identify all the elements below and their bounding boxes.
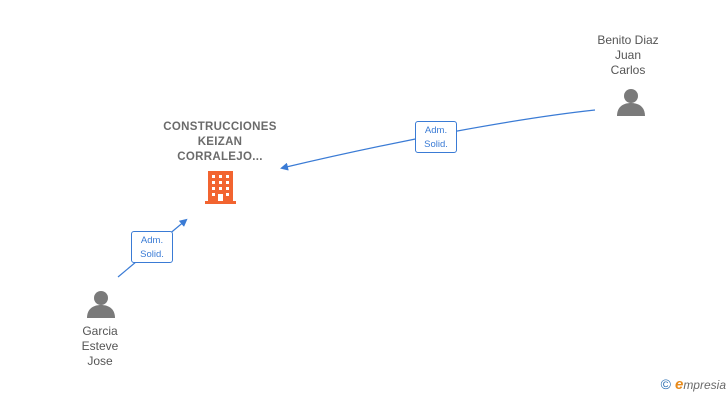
person-name-line: Jose	[87, 354, 113, 368]
edge-label-line: Adm.	[140, 235, 164, 246]
brand-wordmark: empresia	[675, 376, 726, 393]
empresia-logo[interactable]: © empresia	[661, 375, 726, 393]
person-name-line: Juan	[614, 48, 642, 62]
person-icon[interactable]	[87, 291, 115, 318]
edge-label-line: Solid.	[140, 249, 164, 260]
person-name-benito[interactable]: Benito Diaz Juan Carlos	[583, 33, 673, 78]
brand-initial: e	[674, 375, 684, 393]
copyright-icon: ©	[660, 376, 671, 392]
company-name-line: CONSTRUCCIONES	[163, 121, 277, 133]
edge-label-line: Solid.	[424, 139, 448, 150]
person-name-garcia[interactable]: Garcia Esteve Jose	[58, 324, 142, 369]
building-icon[interactable]	[205, 171, 236, 204]
company-name-line: CORRALEJO...	[177, 151, 263, 163]
brand-rest: mpresia	[683, 377, 726, 392]
person-name-line: Esteve	[81, 339, 119, 353]
person-name-line: Carlos	[610, 63, 646, 77]
edge-label-line: Adm.	[424, 125, 448, 136]
edge-label-badge: Adm. Solid.	[415, 121, 457, 153]
person-name-line: Garcia	[82, 324, 118, 338]
company-name[interactable]: CONSTRUCCIONES KEIZAN CORRALEJO...	[144, 120, 296, 165]
company-name-line: KEIZAN	[197, 136, 243, 148]
person-name-line: Benito Diaz	[597, 33, 659, 47]
person-icon[interactable]	[617, 89, 645, 116]
edge-label-badge: Adm. Solid.	[131, 231, 173, 263]
